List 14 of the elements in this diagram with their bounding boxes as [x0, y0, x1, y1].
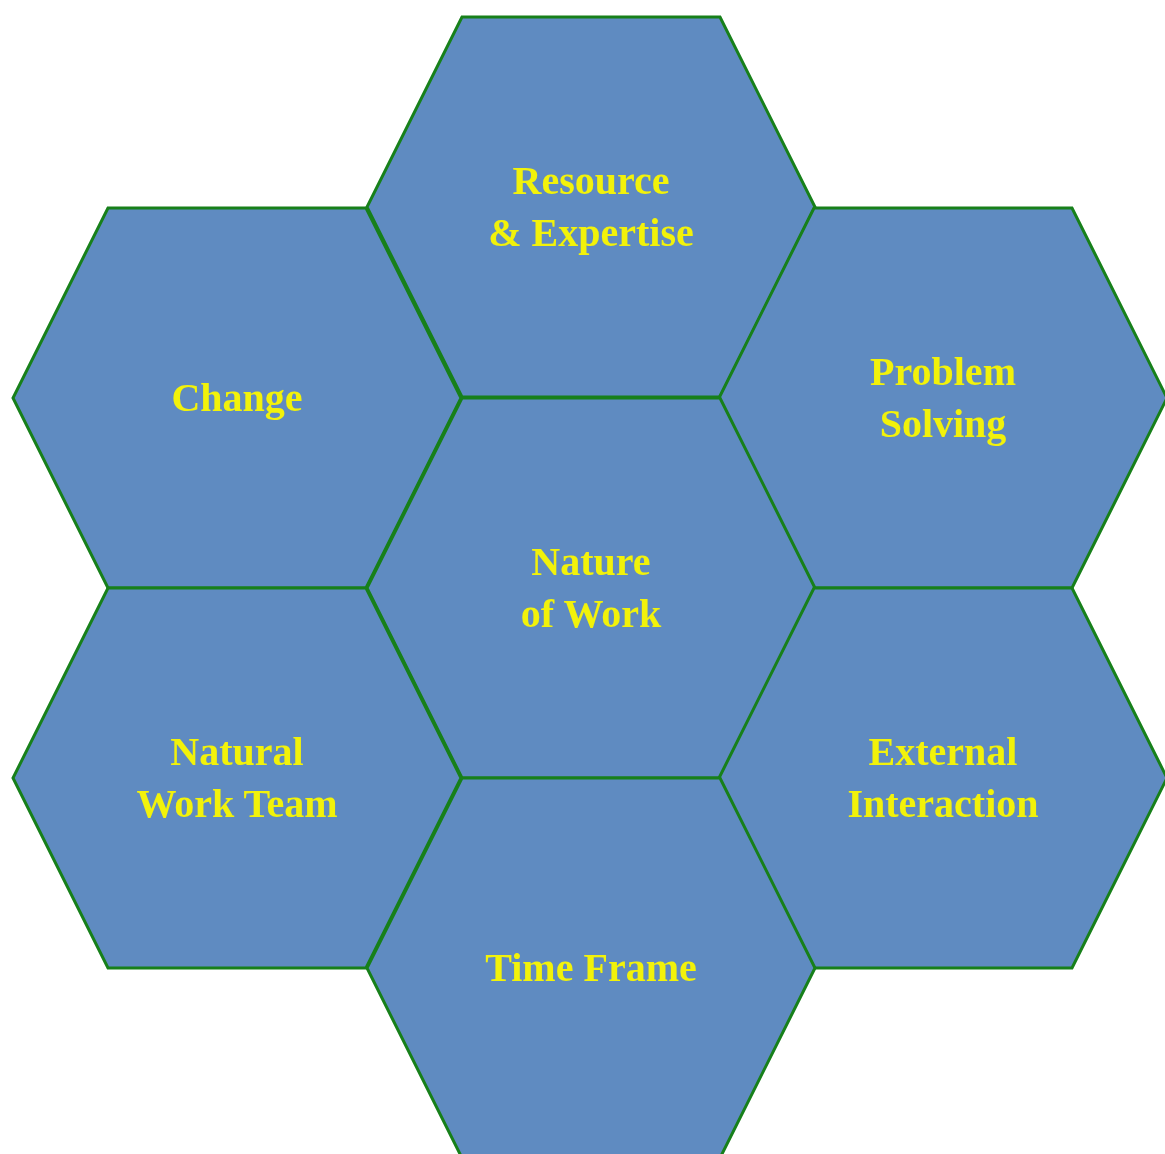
hexagon-label: Time Frame	[485, 944, 697, 992]
hexagon	[11, 206, 463, 590]
hexagon-label: External Interaction	[847, 728, 1039, 828]
hexagon-label: Resource & Expertise	[488, 157, 694, 257]
hexagon-label: Nature of Work	[520, 538, 662, 638]
hexagon-label: Natural Work Team	[136, 728, 338, 828]
hexagon	[717, 206, 1165, 590]
hexagon	[365, 776, 817, 1154]
hexagon-label: Change	[171, 374, 303, 422]
hexagon	[717, 586, 1165, 970]
hexagon	[365, 396, 817, 780]
hexagon	[365, 15, 817, 399]
hexagon	[11, 586, 463, 970]
hexagon-label: Problem Solving	[870, 348, 1016, 448]
